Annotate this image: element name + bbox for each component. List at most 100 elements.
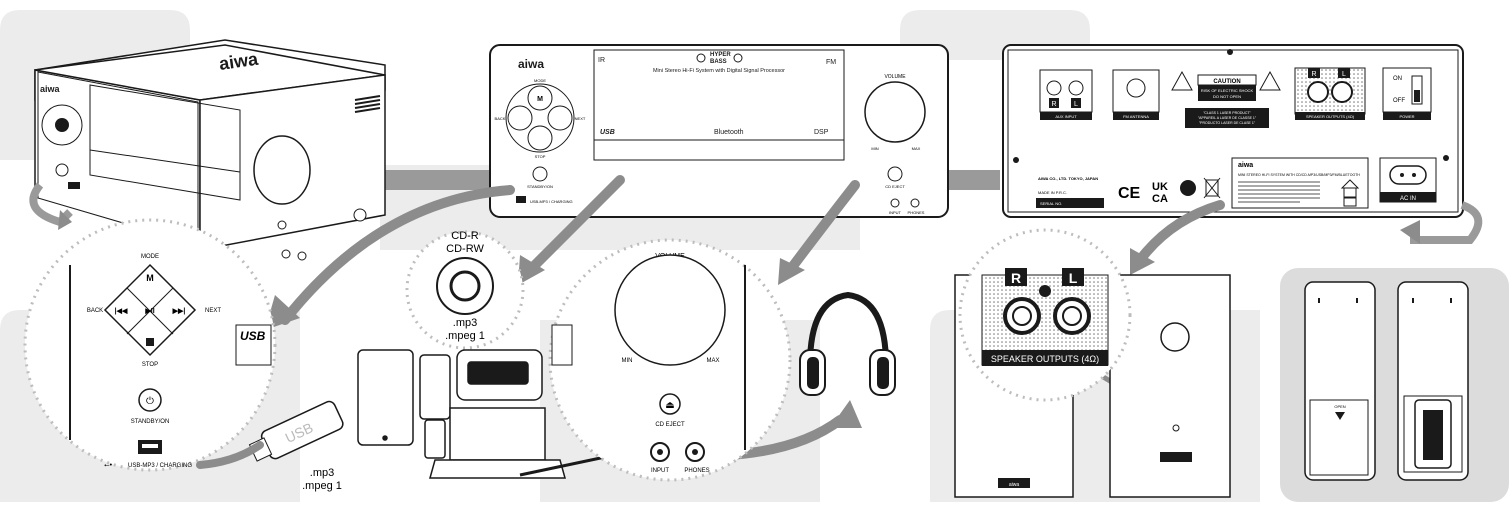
rear-panel: R L AUX INPUT FM ANTENNA CAUTION RISK OF… — [1002, 44, 1483, 244]
brand-label: aiwa — [518, 57, 544, 71]
next-track-icon: ▶▶| — [172, 308, 186, 315]
prev-track-icon: |◀◀ — [115, 308, 128, 315]
bass-label: BASS — [710, 59, 727, 65]
front-panel: aiwa IR HYPER BASS Mini Stereo Hi-Fi Sys… — [489, 44, 949, 218]
zoom-standby-label: STANDBY/ON — [131, 419, 170, 425]
rotate-arrow-right — [1410, 201, 1483, 244]
subtitle-label: Mini Stereo Hi-Fi System with Digital Si… — [653, 68, 785, 74]
zoom-input-label: INPUT — [651, 468, 669, 474]
off-label: OFF — [1393, 98, 1405, 104]
power-label: POWER — [1399, 114, 1414, 119]
laser-line1: "CLASS 1 LASER PRODUCT" — [1203, 111, 1251, 115]
zoom-phones-label: PHONES — [684, 468, 709, 474]
disc-line2: CD-RW — [446, 243, 484, 255]
dsp-logo: DSP — [814, 129, 829, 136]
hyper-label: HYPER — [710, 52, 731, 58]
eject-icon: ⏏ — [665, 400, 674, 411]
zoom-stop-label: STOP — [142, 362, 158, 368]
double-insulation-icon — [1343, 197, 1357, 207]
caution-label: CAUTION — [1213, 79, 1240, 85]
laser-line2: "APPAREIL A LASER DE CLASSE 1" — [1198, 116, 1257, 120]
disc-fmt1: .mp3 — [453, 317, 477, 329]
small-phone-icon — [424, 419, 446, 459]
zoom-r-label: R — [1011, 270, 1021, 286]
zoom-next-label: NEXT — [205, 308, 221, 314]
phones-label: PHONES — [908, 210, 925, 215]
fm-antenna-label: FM ANTENNA — [1123, 114, 1149, 119]
arrow-to-zoom-right — [1135, 200, 1225, 265]
headphones-icon — [799, 291, 896, 396]
rear-speaker-l: L — [1342, 71, 1346, 78]
rear-speaker-outputs-label: SPEAKER OUTPUTS (4Ω) — [1306, 114, 1355, 119]
open-label: OPEN — [1334, 404, 1345, 409]
phone-icon — [419, 354, 451, 420]
stop-icon — [146, 338, 154, 346]
m-button-label: M — [537, 96, 543, 103]
arrow-to-zoom-mid — [785, 180, 860, 275]
play-pause-icon: ▶II — [144, 308, 154, 315]
cd-eject-label: CD EJECT — [885, 184, 905, 189]
zoom-mode-label: MODE — [141, 254, 159, 260]
back-label: BACK — [495, 116, 506, 121]
main-unit-isometric: aiwa aiwa — [29, 39, 386, 261]
eject-button-zoom — [659, 393, 681, 415]
usb-logo: USB — [600, 129, 615, 136]
stop-label: STOP — [535, 154, 546, 159]
ac-in-label: AC IN — [1400, 196, 1416, 202]
volume-knob-iso — [253, 135, 311, 205]
volume-knob-front — [864, 81, 926, 143]
company-label: AIWA CO., LTD. TOKYO, JAPAN — [1038, 176, 1098, 181]
laser-line3: "PRODUCTO LASER DE CLASE 1" — [1199, 121, 1256, 125]
min-label: MIN — [871, 146, 878, 151]
laptop-icon — [449, 407, 546, 461]
remote-control: OPEN — [1304, 281, 1469, 481]
brand-label-iso: aiwa — [40, 84, 61, 94]
bluetooth-logo: Bluetooth — [714, 129, 744, 136]
caution-line2: DO NOT OPEN — [1213, 94, 1241, 99]
usb-stick: USB .mp3 .mpeg 1 — [196, 400, 344, 492]
serial-label: SERIAL NO. — [1040, 201, 1062, 206]
max-label: MAX — [912, 146, 921, 151]
zoom-usb-port-label: USB-MP3 / CHARGING — [128, 463, 192, 469]
made-in-label: MADE IN P.R.C. — [1038, 190, 1067, 195]
standby-label: STANDBY/ON — [527, 184, 553, 189]
zoom-back-label: BACK — [87, 308, 103, 314]
arrow-to-zoom-left — [280, 185, 515, 325]
ukca-mark-bottom: CA — [1152, 193, 1168, 205]
volume-knob-zoom — [614, 254, 726, 366]
caution-line1: RISK OF ELECTRIC SHOCK — [1201, 88, 1254, 93]
volume-label: VOLUME — [884, 74, 906, 80]
certification-icon — [1180, 180, 1196, 196]
nav-pad: M MODE STOP BACK NEXT — [495, 78, 586, 159]
input-label: INPUT — [889, 210, 902, 215]
eject-button-front — [887, 166, 903, 182]
zoom-max-label: MAX — [706, 358, 719, 364]
ce-mark: CE — [1118, 185, 1141, 202]
rear-aux-l: L — [1074, 101, 1078, 108]
disc-bubble: CD-R CD-RW .mp3 .mpeg 1 — [405, 230, 525, 350]
usb-port-label: USB-MP3 / CHARGING — [530, 199, 573, 204]
usb-fmt1: .mp3 — [310, 467, 334, 479]
zoom-min-label: MIN — [622, 358, 633, 364]
arrow-to-disc — [525, 175, 625, 275]
aux-input-label: AUX INPUT — [1055, 114, 1077, 119]
disc-line1: CD-R — [451, 230, 479, 242]
zoom-l-label: L — [1069, 270, 1078, 286]
speaker-brand: aiwa — [1009, 482, 1020, 488]
tablet-icon — [357, 349, 414, 446]
power-button-zoom — [138, 388, 162, 412]
rear-speaker-r: R — [1311, 71, 1316, 78]
on-label: ON — [1393, 76, 1402, 82]
disc-fmt2: .mpeg 1 — [445, 330, 485, 342]
zoom-cd-eject-label: CD EJECT — [655, 422, 685, 428]
zoom-mid-controls: VOLUME MIN MAX ⏏ CD EJECT INPUT PHONES — [548, 238, 792, 482]
power-button-front — [532, 166, 548, 182]
usb-port-front — [516, 196, 526, 203]
mode-label: MODE — [534, 78, 546, 83]
usb-symbol-icon: ⭠• — [104, 462, 113, 469]
zoom-speaker-outputs-label: SPEAKER OUTPUTS (4Ω) — [991, 354, 1099, 364]
power-icon: ⏻ — [146, 396, 154, 407]
spec-brand: aiwa — [1238, 162, 1253, 169]
devices-group — [357, 349, 641, 479]
